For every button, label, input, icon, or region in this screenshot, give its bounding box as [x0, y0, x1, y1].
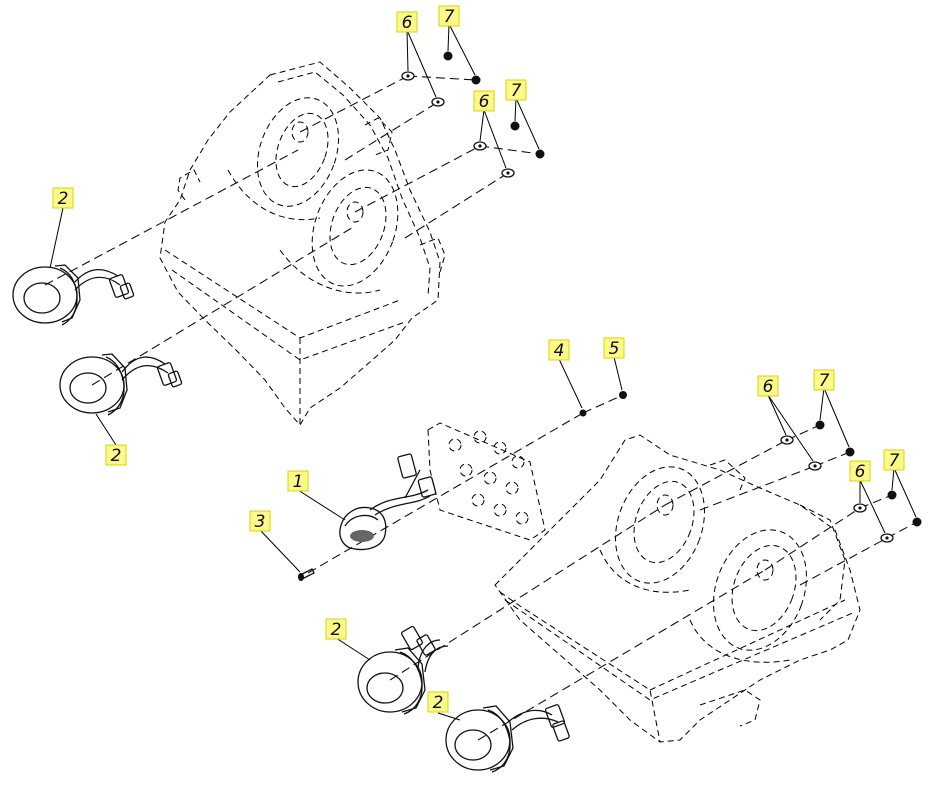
washer-part-6 — [853, 503, 867, 513]
callout-top-6a: 6 — [396, 11, 418, 33]
callout-top-7b: 7 — [505, 79, 527, 101]
nut-part-7 — [887, 490, 897, 500]
callout-number: 6 — [402, 13, 413, 33]
top-headlight-unit-1 — [12, 264, 135, 326]
callout-number: 2 — [433, 693, 444, 713]
callout-box — [427, 691, 449, 713]
callout-number: 3 — [255, 512, 266, 532]
top-assembly-axis-lines — [44, 75, 541, 386]
callout-number: 7 — [444, 7, 455, 27]
callout-top-2b: 2 — [105, 444, 127, 466]
nut-part-7 — [912, 517, 922, 527]
callout-bot-1: 1 — [287, 470, 309, 492]
callout-box — [249, 510, 271, 532]
washer-part-6 — [473, 141, 487, 151]
top-hardware — [401, 51, 545, 178]
callout-bot-2b: 2 — [427, 691, 449, 713]
callout-box — [757, 375, 779, 397]
callout-bot-6a: 6 — [757, 375, 779, 397]
nut-part-4 — [579, 409, 587, 417]
callout-box — [548, 339, 570, 361]
callout-number: 4 — [554, 341, 565, 361]
callout-number: 7 — [819, 371, 830, 391]
callout-number: 6 — [855, 462, 866, 482]
callout-labels: 6 7 6 7 2 2 4 5 6 7 6 7 1 3 2 2 — [52, 5, 905, 713]
callout-box — [396, 11, 418, 33]
callout-box — [325, 618, 347, 640]
callout-bot-3: 3 — [249, 510, 271, 532]
callout-box — [438, 5, 460, 27]
callout-number: 6 — [479, 92, 490, 112]
mounting-bracket — [427, 422, 546, 541]
washer-part-6 — [431, 97, 445, 107]
nut-part-7 — [510, 121, 520, 131]
callout-number: 7 — [511, 81, 522, 101]
top-headlight-housing — [159, 61, 446, 426]
callout-top-7a: 7 — [438, 5, 460, 27]
callout-box — [505, 79, 527, 101]
nut-part-5 — [619, 391, 627, 399]
callout-number: 7 — [889, 451, 900, 471]
callout-bot-7b: 7 — [883, 449, 905, 471]
callout-box — [105, 444, 127, 466]
callout-number: 2 — [58, 189, 69, 209]
callout-top-2a: 2 — [52, 187, 74, 209]
washer-part-6 — [780, 435, 794, 445]
screw-part-3 — [298, 568, 315, 581]
nut-part-7 — [471, 75, 481, 85]
callout-number: 2 — [111, 446, 122, 466]
callout-number: 2 — [331, 620, 342, 640]
callout-box — [287, 470, 309, 492]
top-headlight-unit-2 — [59, 353, 183, 416]
washer-part-6 — [880, 533, 894, 543]
bottom-headlight-unit-2 — [445, 704, 570, 773]
washer-part-6 — [808, 461, 822, 471]
washer-part-6 — [401, 71, 415, 81]
small-lamp-part-1 — [339, 453, 437, 551]
callout-bot-5: 5 — [603, 337, 625, 359]
nut-part-7 — [845, 447, 855, 457]
callout-number: 5 — [609, 339, 620, 359]
nut-part-7 — [443, 51, 453, 61]
callout-number: 1 — [293, 472, 304, 492]
nut-part-7 — [535, 149, 545, 159]
callout-box — [883, 449, 905, 471]
callout-top-6b: 6 — [473, 90, 495, 112]
callout-bot-7a: 7 — [813, 369, 835, 391]
bottom-headlight-housing — [494, 434, 861, 743]
callout-bot-2a: 2 — [325, 618, 347, 640]
callout-number: 6 — [763, 377, 774, 397]
nut-part-7 — [815, 420, 825, 430]
callout-box — [603, 337, 625, 359]
washer-part-6 — [501, 168, 515, 178]
bottom-hardware — [579, 391, 922, 543]
callout-bot-6b: 6 — [849, 460, 871, 482]
callout-bot-4: 4 — [548, 339, 570, 361]
callout-box — [849, 460, 871, 482]
leader-lines — [49, 23, 917, 721]
callout-box — [813, 369, 835, 391]
callout-box — [473, 90, 495, 112]
callout-box — [52, 187, 74, 209]
bottom-assembly-axis-lines — [307, 394, 918, 741]
bottom-headlight-unit-1 — [357, 625, 449, 715]
